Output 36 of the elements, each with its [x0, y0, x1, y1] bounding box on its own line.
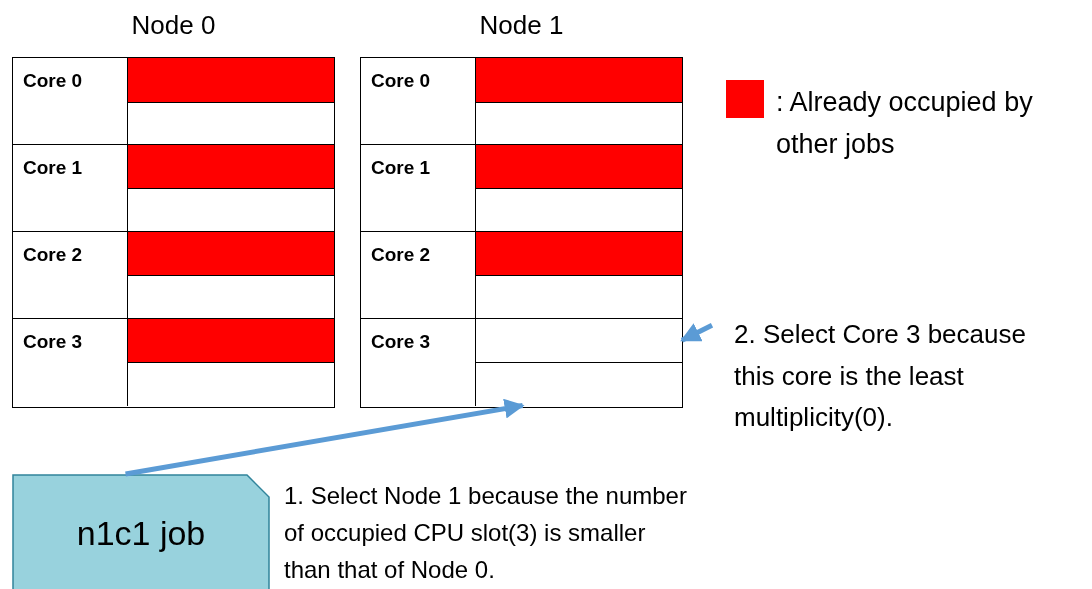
- annotation-text: 2. Select Core 3 because this core is the least multiplicity(0).: [712, 314, 1072, 439]
- core-label: Core 3: [371, 330, 431, 353]
- occupied-slot: [127, 318, 334, 362]
- free-slot: [127, 362, 334, 406]
- core-row: [13, 317, 334, 405]
- core-label: Core 1: [23, 156, 83, 179]
- occupied-slot: [475, 144, 682, 188]
- node-heading: Node 1: [478, 10, 565, 41]
- annotation-text: 1. Select Node 1 because the number of occupied CPU slot(3) is smaller than that of Node 0.: [284, 481, 688, 586]
- core-row: [13, 230, 334, 318]
- occupied-slot: [127, 58, 334, 102]
- core-row: [13, 143, 334, 231]
- job-box: n1c1 job: [12, 474, 270, 589]
- occupied-slot: [127, 231, 334, 275]
- free-slot: [475, 362, 682, 406]
- core-label: Core 2: [371, 243, 431, 266]
- node-heading: Node 0: [130, 10, 217, 41]
- free-slot: [475, 188, 682, 232]
- core-label: Core 0: [23, 70, 83, 92]
- core-row: [361, 143, 682, 231]
- occupied-slot: [475, 58, 682, 102]
- occupied-slot: [127, 144, 334, 188]
- core-row: [361, 317, 682, 405]
- free-slot: [127, 188, 334, 232]
- occupied-slot: [475, 231, 682, 275]
- core-label: Core 0: [371, 70, 431, 92]
- core-label: Core 3: [23, 330, 83, 353]
- legend-text: : Already occupied by other jobs: [776, 86, 1034, 161]
- core-row: [361, 230, 682, 318]
- core-label: Core 1: [371, 156, 431, 179]
- arrow: [680, 323, 714, 343]
- free-slot: [127, 275, 334, 319]
- free-slot: [127, 101, 334, 145]
- free-slot: [475, 275, 682, 319]
- core-label: Core 2: [23, 243, 83, 266]
- free-slot: [475, 101, 682, 145]
